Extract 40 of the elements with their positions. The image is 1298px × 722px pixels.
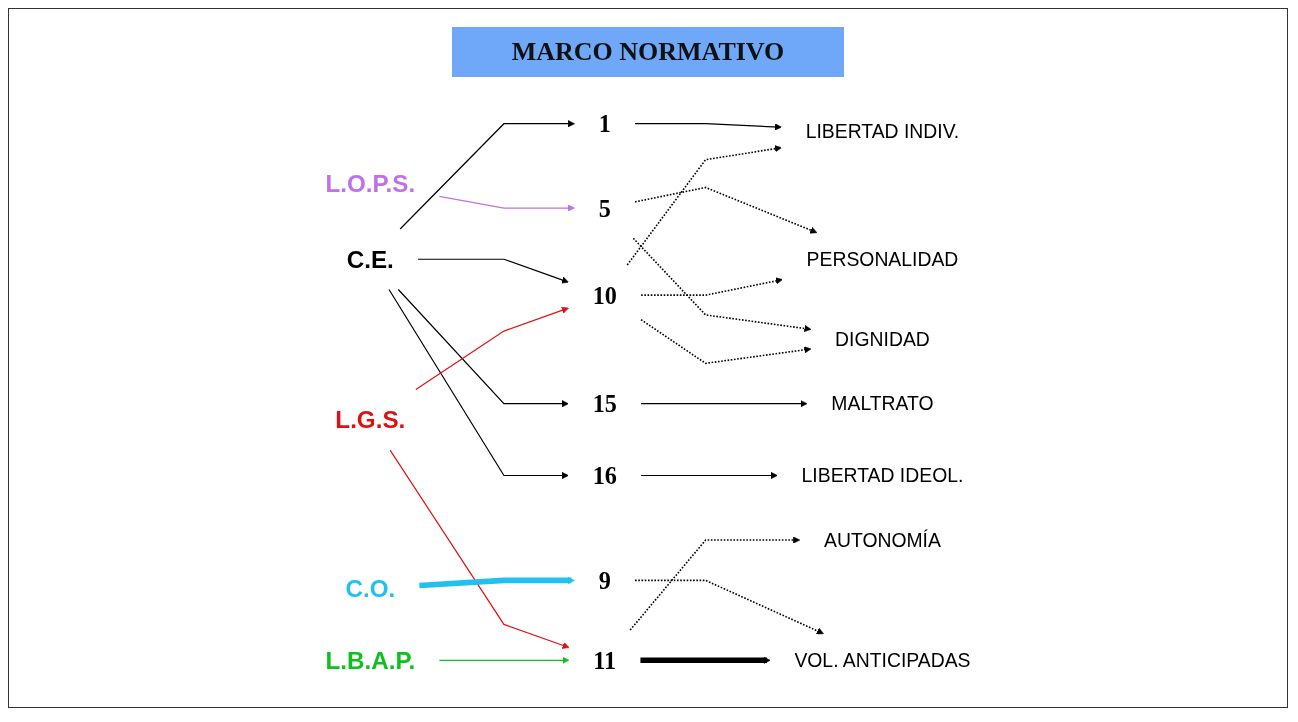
node-text: VOL. ANTICIPADAS	[794, 648, 971, 671]
arrow	[640, 471, 778, 480]
arrow	[640, 400, 808, 408]
arrow	[640, 318, 812, 365]
arrow	[634, 123, 782, 131]
arrow	[399, 120, 575, 230]
arrow	[640, 656, 771, 664]
arrow	[438, 656, 570, 664]
node-text: LIBERTAD INDIV.	[805, 120, 960, 143]
node-text: MALTRATO	[831, 392, 934, 415]
node-text: L.O.P.S.	[325, 170, 416, 198]
node-text: 5	[598, 194, 611, 222]
node-text: 9	[598, 567, 611, 594]
arrow	[419, 576, 575, 589]
node-text: 10	[592, 281, 617, 309]
arrow	[640, 277, 783, 296]
arrow	[388, 288, 569, 480]
node-text: 15	[592, 390, 617, 418]
node-text: 16	[592, 462, 617, 489]
arrow	[634, 579, 824, 635]
arrow	[632, 237, 812, 332]
title-banner: MARCO NORMATIVO	[451, 27, 845, 77]
node-text: C.E.	[346, 245, 394, 273]
node-text: LIBERTAD IDEOL.	[801, 464, 964, 486]
node-text: L.G.S.	[335, 406, 406, 434]
node-text: PERSONALIDAD	[806, 247, 959, 270]
arrow	[438, 195, 575, 212]
node-text: DIGNIDAD	[835, 327, 930, 350]
arrow	[415, 306, 569, 391]
arrow	[634, 186, 818, 234]
arrow	[629, 536, 801, 631]
arrow	[417, 258, 569, 284]
arrow	[389, 449, 570, 649]
arrow	[626, 145, 782, 266]
node-text: 11	[593, 646, 617, 674]
node-text: AUTONOMÍA	[824, 528, 941, 551]
node-text: 1	[598, 110, 611, 138]
node-text: L.B.A.P.	[325, 646, 416, 674]
arrow	[397, 288, 569, 408]
node-text: C.O.	[345, 575, 396, 602]
